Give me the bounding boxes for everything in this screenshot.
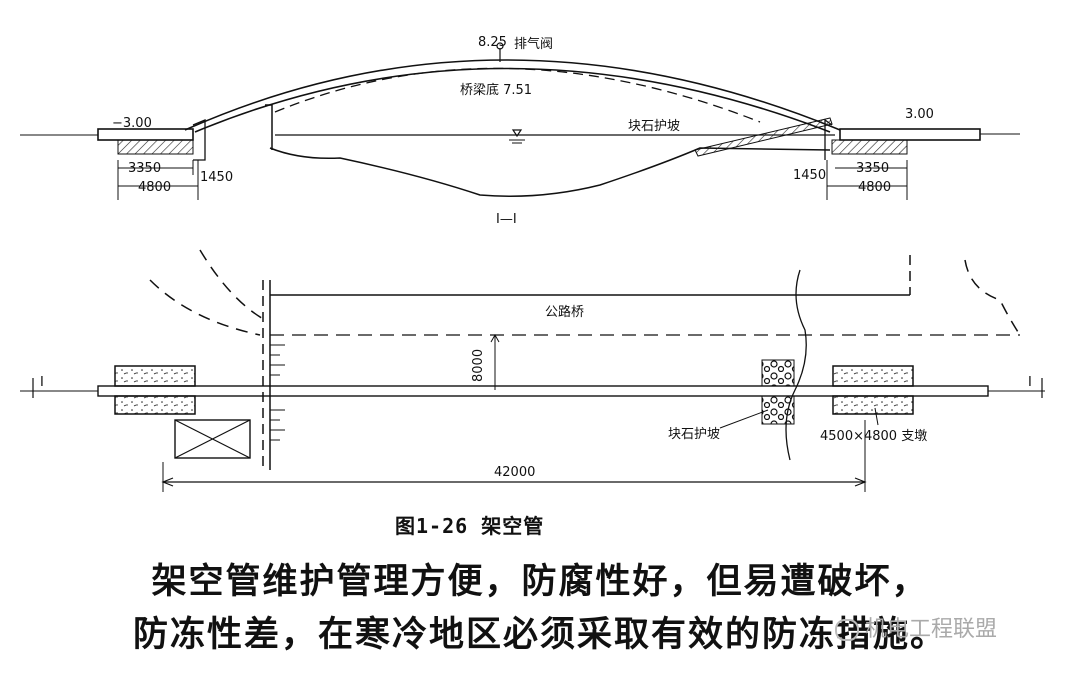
- riprap-label-plan: 块石护坡: [668, 427, 721, 442]
- riprap-slope: [694, 117, 833, 157]
- aerial-pipe-drawing: [20, 42, 1045, 492]
- valve-chamber: [174, 419, 251, 459]
- left-pier-plan-bottom: [114, 395, 196, 415]
- dim-1450-right: 1450: [793, 168, 827, 183]
- left-pier: [117, 139, 194, 155]
- right-pipe-end: [839, 128, 981, 141]
- riprap-label-section: 块石护坡: [628, 119, 681, 134]
- top-elevation-label: 8.25: [478, 35, 507, 50]
- right-pier-plan-bottom: [832, 395, 914, 415]
- arch-pipe-inner: [194, 67, 831, 133]
- body-text-line-2: 防冻性差，在寒冷地区必须采取有效的防冻措施。: [132, 614, 947, 655]
- section-mark-right: I: [1028, 375, 1032, 390]
- river-bed: [269, 147, 831, 197]
- body-text-line-1: 架空管维护管理方便，防腐性好，但易遭破坏，: [151, 561, 929, 602]
- wechat-icon: [835, 619, 859, 641]
- left-pier-plan-top: [114, 365, 196, 387]
- vent-valve-label: 排气阀: [514, 37, 554, 52]
- span-label: 42000: [494, 465, 536, 480]
- watermark-text: 机电工程联盟: [865, 617, 998, 642]
- dim-3350-right: 3350: [856, 161, 890, 176]
- dim-4800-right: 4800: [858, 180, 892, 195]
- section-label: I—I: [496, 212, 517, 227]
- bridge-bottom-label: 桥梁底 7.51: [460, 83, 533, 98]
- arch-pipe-outer: [184, 59, 841, 131]
- dim-1450-left: 1450: [200, 170, 234, 185]
- bridge-bottom-line: [274, 67, 761, 123]
- right-pier: [831, 139, 908, 155]
- river-bank: [785, 269, 807, 461]
- right-pier-plan-top: [832, 365, 914, 387]
- highway-bridge-label: 公路桥: [545, 305, 585, 320]
- figure-caption: 图1-26 架空管: [395, 514, 545, 538]
- pier-size-label: 4500×4800 支墩: [820, 429, 928, 444]
- riprap-stones-top: [761, 359, 795, 387]
- section-mark-left: I: [40, 375, 44, 390]
- left-elevation-label: −3.00: [112, 116, 152, 131]
- right-elevation-label: 3.00: [905, 107, 934, 122]
- plan-pipe: [97, 385, 989, 397]
- watermark: 机电工程联盟: [835, 611, 997, 643]
- dim-4800-left: 4800: [138, 180, 172, 195]
- plan-view: [20, 249, 1045, 492]
- section-view: [20, 42, 1020, 200]
- dim-3350-left: 3350: [128, 161, 162, 176]
- dim-8000-label: 8000: [471, 348, 486, 382]
